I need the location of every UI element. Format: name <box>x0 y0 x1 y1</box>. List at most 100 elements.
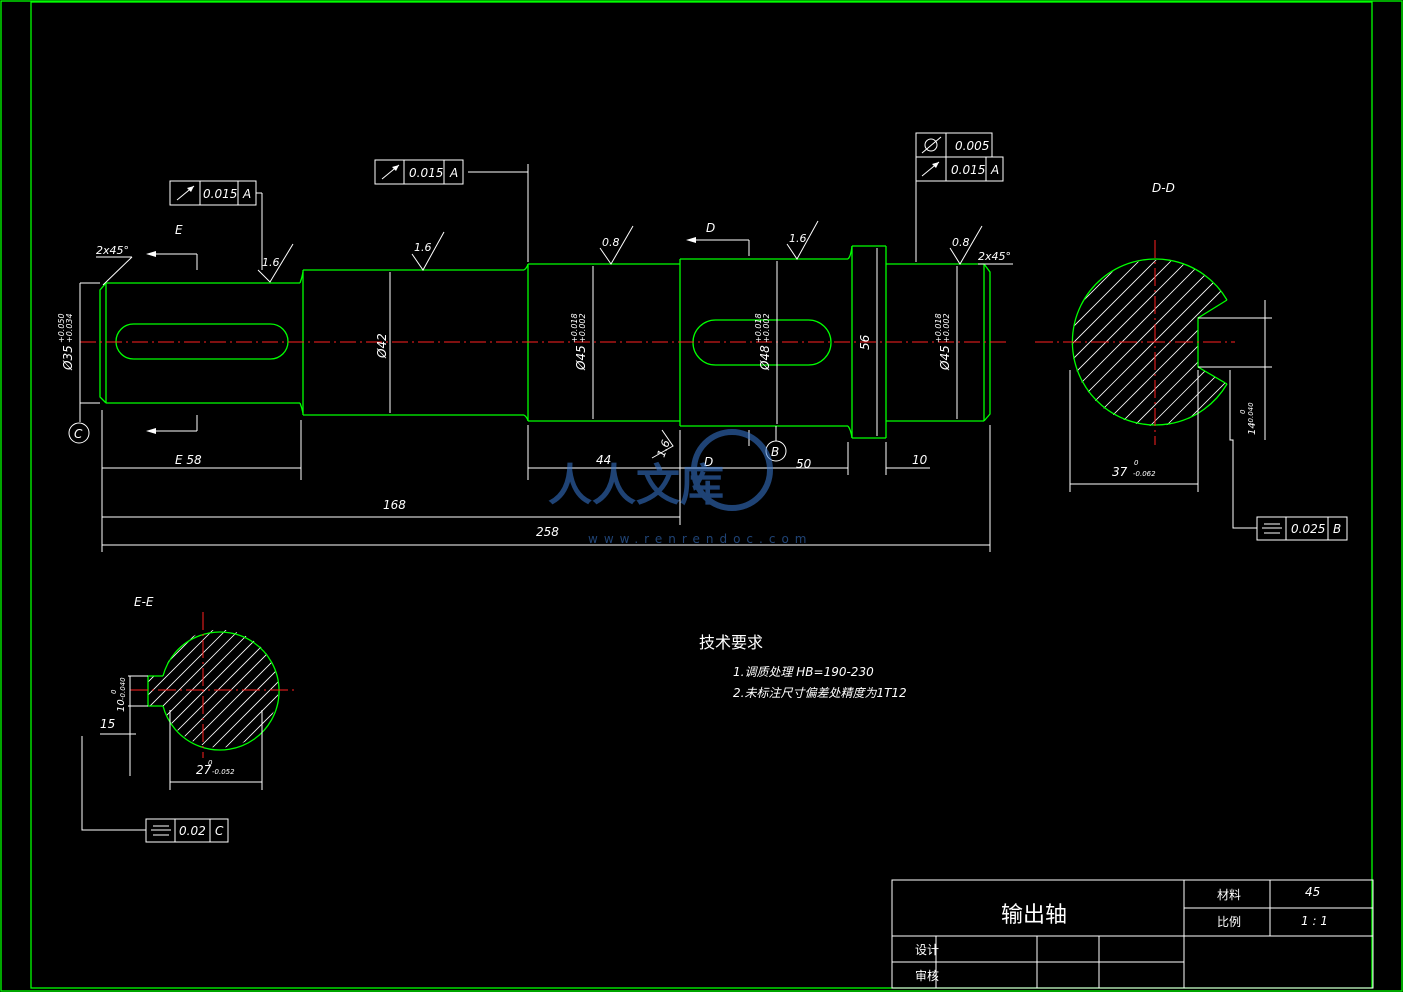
scale-value: 1 : 1 <box>1301 914 1328 928</box>
hatch-line <box>1071 259 1146 426</box>
svg-text:0: 0 <box>1134 459 1139 467</box>
svg-text:0: 0 <box>208 759 213 767</box>
dim-dia35-tol-lo: +0.034 <box>65 313 74 343</box>
tolerance-frame-2 <box>374 159 529 262</box>
diameter-dims <box>79 248 958 436</box>
dim-dia45-a-tol-up: +0.018 <box>570 313 579 343</box>
tolerance-frame-3-4 <box>915 132 1004 262</box>
tolerance-frame-5 <box>1256 516 1348 541</box>
title-block <box>891 879 1374 989</box>
hatch-line <box>1161 259 1227 426</box>
material-label: 材料 <box>1217 888 1241 902</box>
dim-dia48: Ø48 <box>758 345 772 371</box>
svg-text:0: 0 <box>1239 409 1247 414</box>
tol-f2-value: 0.015 <box>409 166 443 180</box>
roughness-1: 1.6 <box>262 256 280 269</box>
scale-label: 比例 <box>1217 915 1241 929</box>
roughness-2: 1.6 <box>414 241 432 254</box>
dim-50: 50 <box>796 457 812 471</box>
design-label: 设计 <box>915 943 939 957</box>
dim-10: 10 <box>912 453 928 467</box>
dd-width-dim: 37 <box>1112 465 1128 479</box>
marker-d-bottom: D <box>704 455 713 469</box>
review-label: 审核 <box>915 968 939 983</box>
length-dims <box>101 410 991 552</box>
tol-f2-datum: A <box>449 166 458 180</box>
ee-15-dim: 15 <box>100 717 115 731</box>
hatch-line <box>217 629 279 748</box>
svg-text:0: 0 <box>110 689 118 694</box>
section-markers <box>146 237 750 446</box>
tol-f6-datum: C <box>215 824 224 838</box>
ee-section-outline <box>162 631 280 751</box>
ee-width-dim: 27 <box>196 763 212 777</box>
datum-c: C <box>74 427 83 441</box>
tol-f5-datum: B <box>1333 522 1341 536</box>
tol-f1-datum: A <box>242 187 251 201</box>
dim-44: 44 <box>596 453 611 467</box>
roughness-4: 1.6 <box>789 232 807 245</box>
ee-key-tol: -0.040 <box>119 677 127 700</box>
shaft-outline <box>99 245 991 439</box>
hatch-line <box>1209 259 1227 426</box>
chamfer-left: 2x45° <box>96 244 129 257</box>
dim-dia35: Ø35 <box>61 345 75 371</box>
watermark-text: 人人文库 <box>548 460 724 511</box>
hatch-line <box>1071 259 1178 426</box>
hatch-line <box>1071 259 1130 426</box>
dim-258: 258 <box>536 525 559 539</box>
hatch-line <box>1113 259 1227 426</box>
tol-f4-value: 0.015 <box>951 163 985 177</box>
dim-dia45-a-tol-lo: +0.002 <box>578 313 587 343</box>
ee-key-dim: 10 <box>116 699 127 712</box>
tol-f1-value: 0.015 <box>203 187 237 201</box>
dim-dia48-tol-up: +0.018 <box>754 313 763 343</box>
dim-dia35-tol-up: +0.050 <box>57 313 66 343</box>
tech-req-heading: 技术要求 <box>699 633 763 652</box>
watermark-url: www.renrendoc.com <box>588 532 812 546</box>
datum-b: B <box>771 445 779 459</box>
tol-f4-datum: A <box>990 163 999 177</box>
view-dd-label: D-D <box>1152 181 1175 195</box>
chamfer-right: 2x45° <box>978 250 1011 263</box>
marker-e: E <box>175 223 183 237</box>
roughness-6: 1.6 <box>655 438 673 459</box>
dim-168: 168 <box>383 498 406 512</box>
dd-key-dim: 14 <box>1247 422 1258 435</box>
roughness-5: 0.8 <box>952 236 970 249</box>
dd-width-tol: -0.062 <box>1133 470 1156 478</box>
tech-req-line1: 1.调质处理 HB=190-230 <box>733 665 874 679</box>
dim-dia45-b: Ø45 <box>938 345 952 371</box>
dim-e58: E 58 <box>175 453 202 467</box>
hatch-line <box>148 629 245 748</box>
tol-f5-value: 0.025 <box>1291 522 1325 536</box>
tech-req-line2: 2.未标注尺寸偏差处精度为1T12 <box>733 686 907 700</box>
inner-border <box>30 1 1373 989</box>
marker-d-top: D <box>706 221 715 235</box>
tol-f3-value: 0.005 <box>955 139 989 153</box>
roughness-symbols <box>257 220 983 459</box>
view-ee-label: E-E <box>134 595 154 609</box>
part-name: 输出轴 <box>1001 903 1067 928</box>
hatch-line <box>148 629 206 748</box>
hatch-line <box>1145 259 1227 426</box>
watermark: 人人文库 www.renrendoc.com <box>548 429 812 546</box>
tol-f6-value: 0.02 <box>179 824 206 838</box>
material-value: 45 <box>1305 885 1320 899</box>
tolerance-frame-6 <box>145 818 229 843</box>
ee-width-tol: -0.052 <box>212 768 235 776</box>
dim-dia45-b-tol-lo: +0.002 <box>942 313 951 343</box>
dim-dia45-a: Ø45 <box>574 345 588 371</box>
hatch-line <box>243 629 279 748</box>
hatch-line <box>230 629 279 748</box>
hatch-line <box>1177 259 1227 426</box>
dim-56: 56 <box>858 334 872 350</box>
tolerance-frame-1 <box>169 180 263 270</box>
hatch-line <box>1242 255 1403 430</box>
roughness-3: 0.8 <box>602 236 620 249</box>
dim-dia48-tol-lo: +0.002 <box>762 313 771 343</box>
dim-dia45-b-tol-up: +0.018 <box>934 313 943 343</box>
dd-key-tol: -0.040 <box>1247 402 1255 425</box>
